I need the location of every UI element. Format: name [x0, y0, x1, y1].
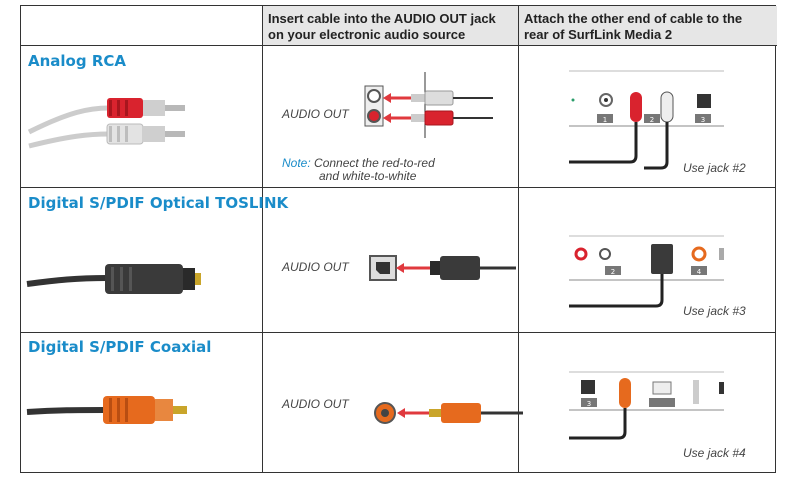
row-title-coaxial: Digital S/PDIF Coaxial	[28, 338, 212, 356]
optical-cable-illustration	[26, 264, 201, 294]
note-key: Note:	[282, 156, 311, 170]
header-source-text: Insert cable into the AUDIO OUT jack on …	[268, 11, 496, 42]
audio-out-label-optical: AUDIO OUT	[282, 260, 349, 274]
note-line-2: and white-to-white	[319, 169, 417, 183]
use-jack-label-2: Use jack #2	[683, 161, 746, 175]
rca-audio-out-diagram	[364, 72, 493, 138]
column-divider-2	[518, 6, 519, 472]
jack-number-1: 1	[603, 116, 607, 124]
header-surflink-text: Attach the other end of cable to the rea…	[524, 11, 743, 42]
row-title-analog-rca: Analog RCA	[28, 52, 126, 70]
row-title-optical: Digital S/PDIF Optical TOSLINK	[28, 194, 289, 212]
audio-out-label-coaxial: AUDIO OUT	[282, 397, 349, 411]
surflink-panel-optical: 2 4	[569, 235, 724, 308]
jack-number-2b: 2	[611, 268, 615, 276]
row-divider-1	[21, 187, 775, 188]
rca-cable-illustration	[27, 98, 185, 149]
jack-number-2: 2	[650, 116, 654, 124]
surflink-panel-coaxial: 3	[569, 371, 724, 440]
audio-out-label-rca: AUDIO OUT	[282, 107, 349, 121]
row-divider-2	[21, 332, 775, 333]
header-empty-cell	[21, 6, 262, 46]
jack-number-3b: 3	[587, 400, 591, 408]
connection-table: Insert cable into the AUDIO OUT jack on …	[20, 5, 777, 473]
surflink-panel-rca: 1 2 3	[569, 70, 724, 170]
coaxial-cable-illustration	[26, 396, 187, 424]
header-col-source: Insert cable into the AUDIO OUT jack on …	[262, 6, 518, 46]
use-jack-label-3: Use jack #3	[683, 304, 746, 318]
column-divider-1	[262, 6, 263, 472]
coaxial-audio-out-diagram	[374, 402, 523, 424]
jack-number-3: 3	[701, 116, 705, 124]
optical-audio-out-diagram	[369, 255, 516, 281]
use-jack-label-4: Use jack #4	[683, 446, 746, 460]
jack-number-4: 4	[697, 268, 702, 276]
note-line-1: Connect the red-to-red	[314, 156, 435, 170]
rca-note: Note: Connect the red-to-red and white-t…	[282, 157, 435, 183]
header-col-surflink: Attach the other end of cable to the rea…	[518, 6, 777, 46]
